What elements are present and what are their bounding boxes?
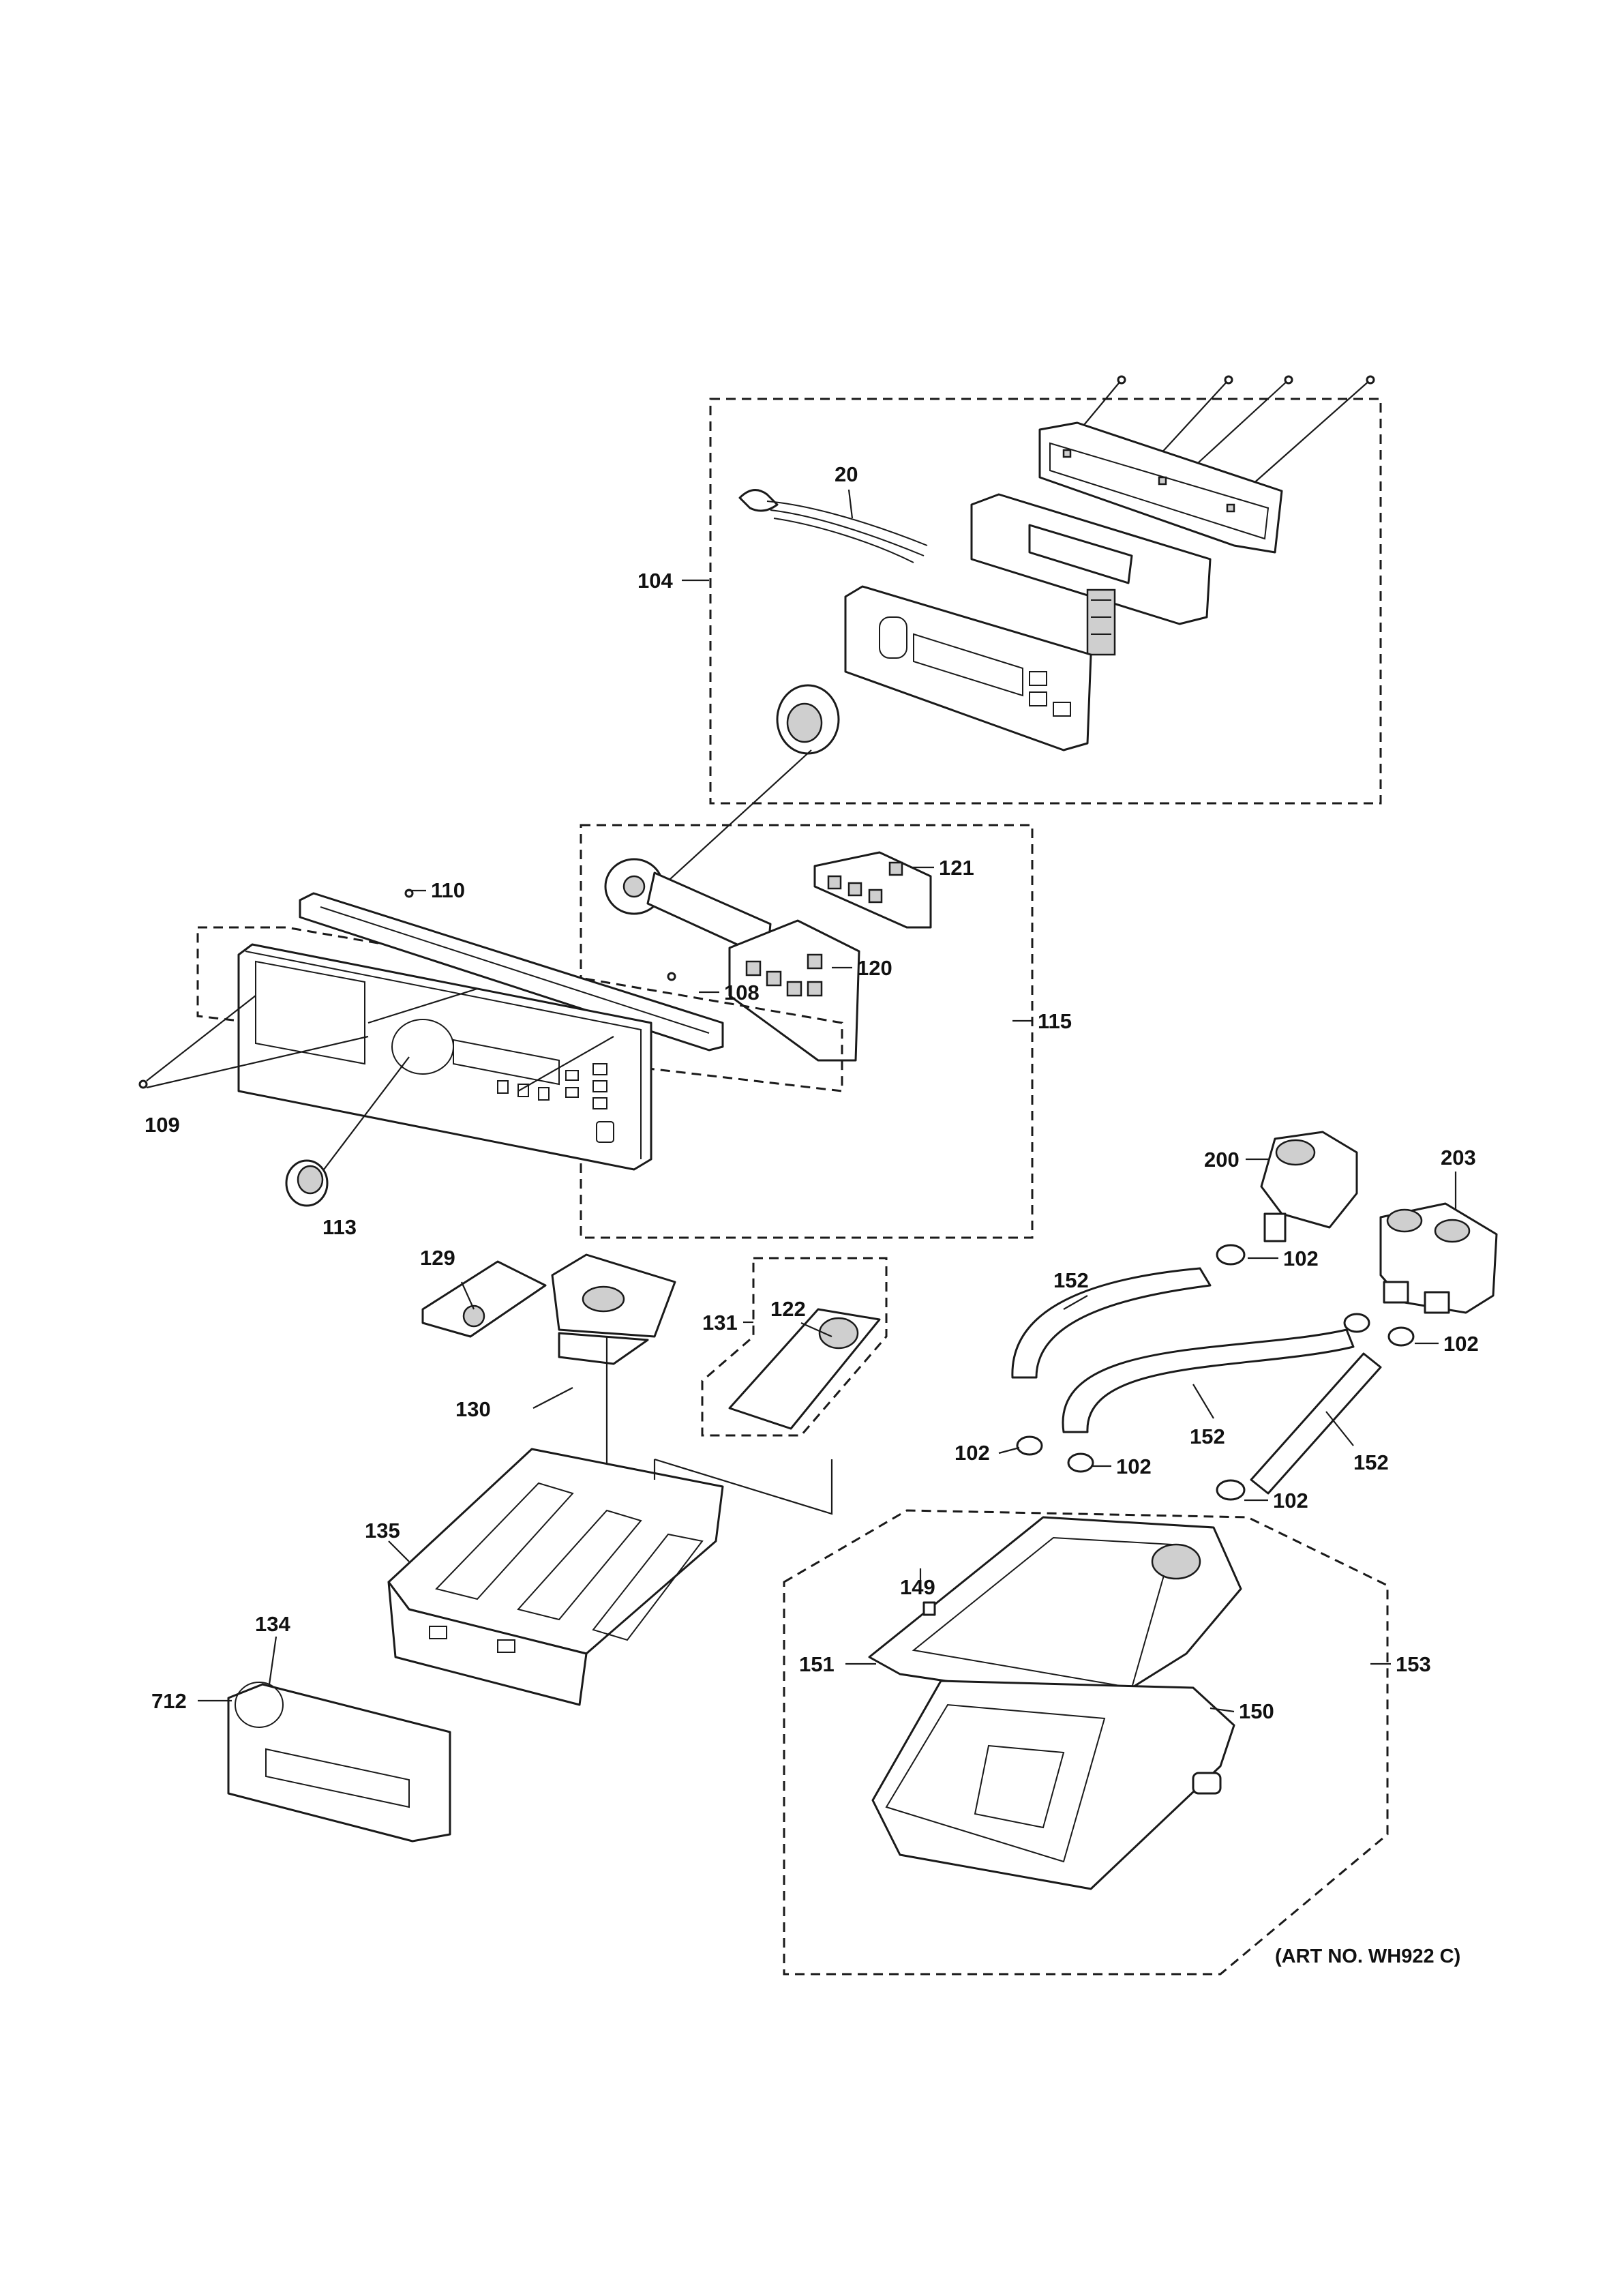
clamps-102 (1016, 1244, 1415, 1501)
callout-150: 150 (1239, 1699, 1274, 1723)
art-number: (ART NO. WH922 C) (1275, 1945, 1460, 1967)
screw-109 (138, 995, 369, 1089)
callout-200: 200 (1204, 1148, 1240, 1172)
callout-129: 129 (420, 1246, 455, 1270)
callout-151: 151 (799, 1652, 835, 1676)
callout-102-d: 102 (1116, 1455, 1152, 1478)
callout-102-e: 102 (1273, 1489, 1308, 1512)
group-104-box (709, 398, 1382, 805)
callout-102-a: 102 (1283, 1247, 1319, 1270)
callout-712: 712 (151, 1689, 187, 1713)
knob-113 (285, 1056, 410, 1207)
callout-122: 122 (770, 1297, 806, 1321)
insert-129 (421, 1260, 547, 1338)
callout-152-b: 152 (1190, 1425, 1225, 1448)
hose-152-upper (1011, 1267, 1212, 1379)
callout-102-b: 102 (1443, 1332, 1479, 1356)
callout-113: 113 (322, 1215, 357, 1239)
callout-149: 149 (900, 1575, 935, 1599)
drawer-front-134 (227, 1682, 451, 1843)
callout-115: 115 (1038, 1009, 1072, 1033)
valve-203 (1379, 1202, 1498, 1314)
callout-153: 153 (1396, 1652, 1431, 1676)
knob-encoder (654, 684, 840, 894)
key-board-120 (728, 919, 860, 1062)
display-frame (844, 585, 1092, 751)
key-board-121 (813, 851, 932, 929)
callout-104: 104 (637, 569, 673, 593)
wire-harness-20 (738, 489, 928, 563)
housing-cover-151 (868, 1516, 1242, 1706)
bracket-110 (299, 889, 724, 1052)
encoder-arm (604, 858, 772, 959)
callout-120: 120 (857, 956, 892, 980)
callout-labels: 20 104 110 121 120 108 115 109 113 200 2… (145, 462, 1479, 1967)
valve-200 (1260, 1131, 1358, 1242)
insert-122 (728, 1308, 881, 1430)
leader-lines (198, 489, 1457, 1713)
control-panel (237, 943, 652, 1171)
callout-130: 130 (455, 1397, 491, 1421)
callout-20: 20 (835, 462, 858, 486)
screws-104 (1077, 375, 1375, 486)
dispenser-drawer-135 (387, 1448, 833, 1706)
housing-150 (871, 1680, 1235, 1890)
callout-121: 121 (939, 856, 974, 880)
callout-152-c: 152 (1353, 1450, 1389, 1474)
callout-110: 110 (431, 878, 465, 902)
callout-203: 203 (1441, 1146, 1476, 1169)
callout-134: 134 (255, 1612, 290, 1636)
callout-135: 135 (365, 1519, 400, 1542)
board-housing (1038, 421, 1283, 554)
group-131-box (701, 1257, 888, 1437)
callout-108: 108 (724, 981, 760, 1004)
control-pcb (970, 493, 1212, 656)
callout-131: 131 (702, 1311, 738, 1335)
hose-152-middle (1062, 1328, 1355, 1433)
callout-102-c: 102 (955, 1441, 990, 1465)
callout-152-a: 152 (1053, 1268, 1089, 1292)
hose-152-right (1250, 1352, 1382, 1495)
callout-109: 109 (145, 1113, 180, 1137)
group-108-box (196, 926, 843, 1092)
